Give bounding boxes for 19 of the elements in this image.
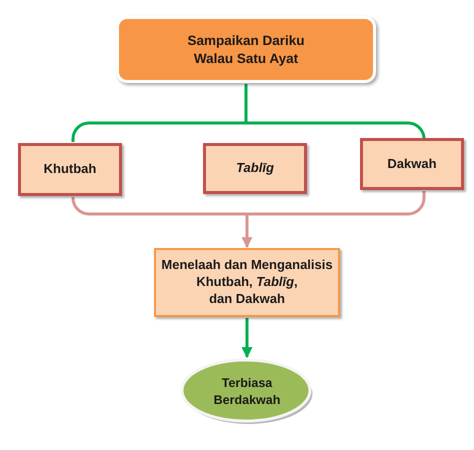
arrow	[242, 318, 252, 358]
title-box	[116, 16, 376, 83]
node-label: Khutbah	[44, 161, 96, 178]
connector-line	[244, 84, 248, 123]
node-label: Terbiasa Berdakwah	[212, 375, 282, 408]
node-label: Menelaah dan Menganalisis Khutbah, Tablīg, dan Dakwah	[160, 257, 334, 308]
connector-line	[72, 122, 246, 142]
topic-box	[203, 143, 307, 194]
topic-box	[360, 138, 464, 190]
topic-box	[18, 143, 122, 196]
connector-line	[246, 122, 426, 140]
arrow	[242, 214, 252, 248]
node-label: Sampaikan Dariku Walau Satu Ayat	[186, 32, 306, 68]
node-label: Tablīg	[236, 160, 274, 177]
connector-line	[72, 196, 247, 216]
result-ellipse	[180, 358, 314, 425]
connector-line	[247, 191, 426, 216]
process-box	[154, 248, 340, 317]
node-label: Dakwah	[387, 156, 437, 172]
